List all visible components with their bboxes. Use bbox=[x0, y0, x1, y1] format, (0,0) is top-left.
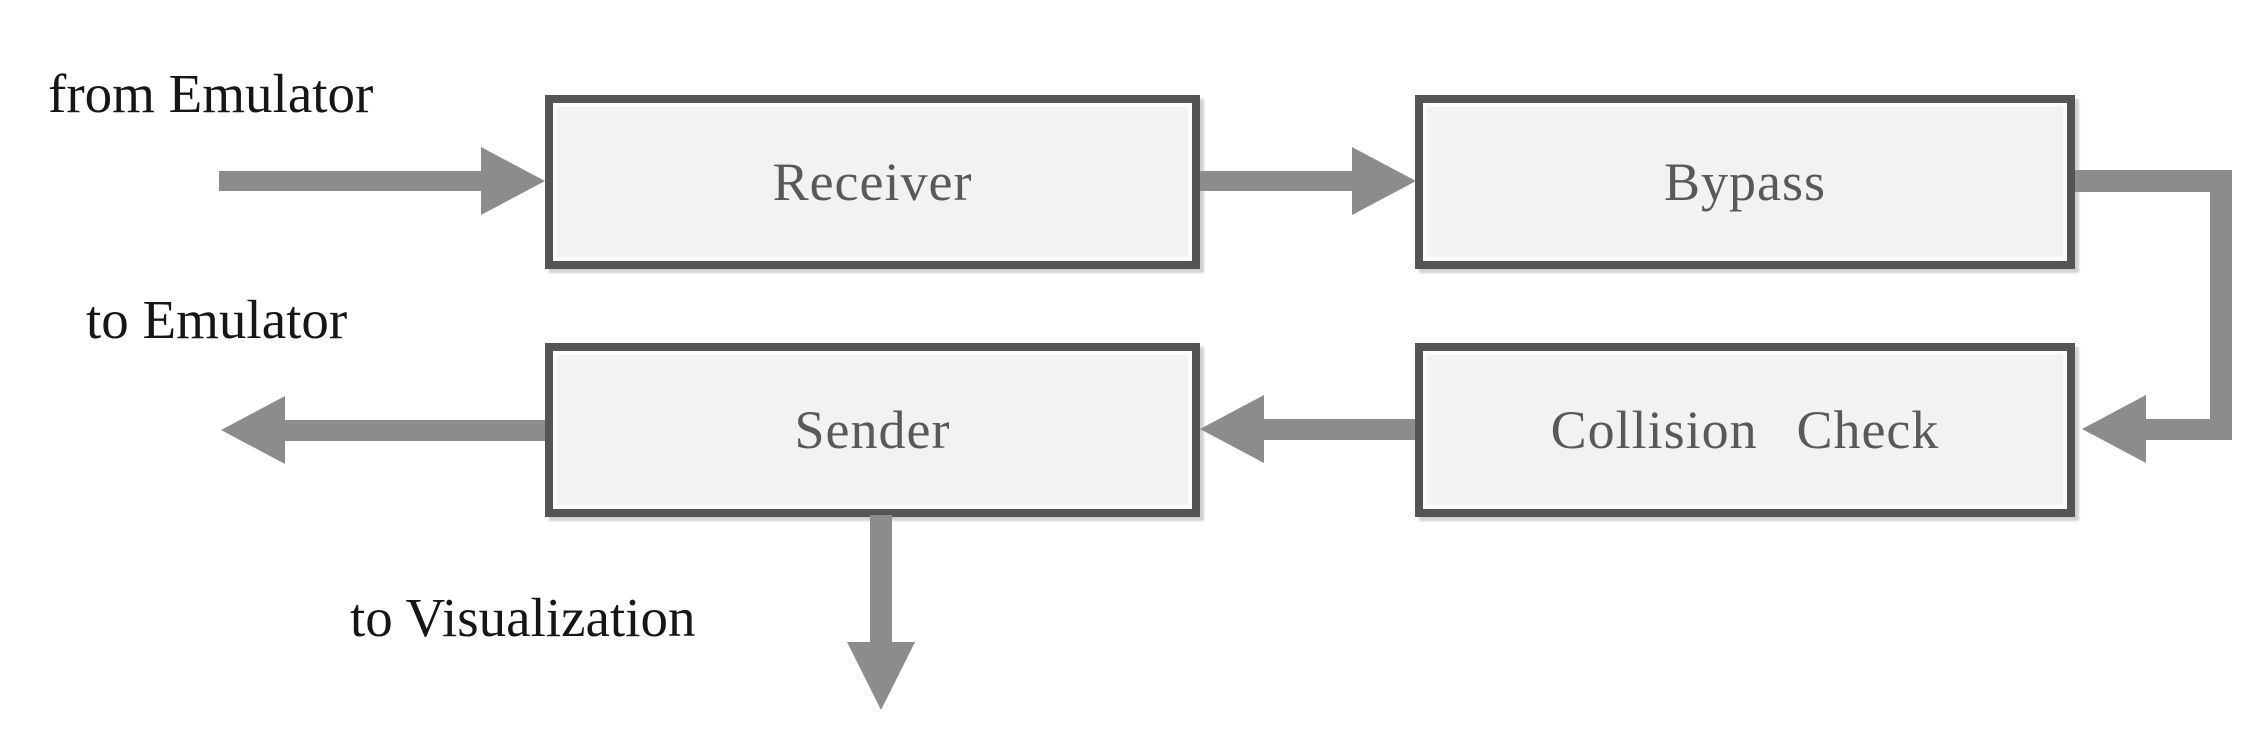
arrow-bypass-to-collision-top-segment bbox=[2075, 170, 2232, 192]
label-to-emulator: to Emulator bbox=[86, 289, 348, 350]
arrow-from-emulator-shaft bbox=[219, 171, 481, 191]
arrow-from-emulator-head-icon bbox=[481, 147, 545, 215]
node-receiver: Receiver bbox=[545, 95, 1200, 269]
node-collision-check: Collision Check bbox=[1415, 343, 2075, 517]
arrow-bypass-to-collision-head-icon bbox=[2082, 395, 2146, 463]
arrow-bypass-to-collision-vertical-segment bbox=[2210, 170, 2232, 440]
node-bypass: Bypass bbox=[1415, 95, 2075, 269]
arrow-sender-to-emulator-shaft bbox=[285, 420, 545, 441]
node-sender-label: Sender bbox=[794, 400, 951, 460]
label-to-visualization: to Visualization bbox=[350, 587, 696, 648]
arrow-receiver-to-bypass-head-icon bbox=[1352, 147, 1416, 215]
arrow-collision-to-sender-shaft bbox=[1264, 419, 1415, 440]
arrow-collision-to-sender-head-icon bbox=[1200, 395, 1264, 463]
arrow-sender-to-visualization-shaft bbox=[870, 515, 892, 643]
node-sender: Sender bbox=[545, 343, 1200, 517]
arrow-sender-to-emulator-head-icon bbox=[221, 396, 285, 464]
node-receiver-label: Receiver bbox=[772, 152, 973, 212]
node-bypass-label: Bypass bbox=[1663, 152, 1826, 212]
node-collision-check-label: Collision Check bbox=[1550, 400, 1940, 460]
arrow-receiver-to-bypass-shaft bbox=[1200, 171, 1352, 191]
arrow-bypass-to-collision-bottom-segment bbox=[2146, 419, 2232, 440]
arrow-sender-to-visualization-head-icon bbox=[847, 642, 915, 710]
label-from-emulator: from Emulator bbox=[48, 63, 374, 124]
